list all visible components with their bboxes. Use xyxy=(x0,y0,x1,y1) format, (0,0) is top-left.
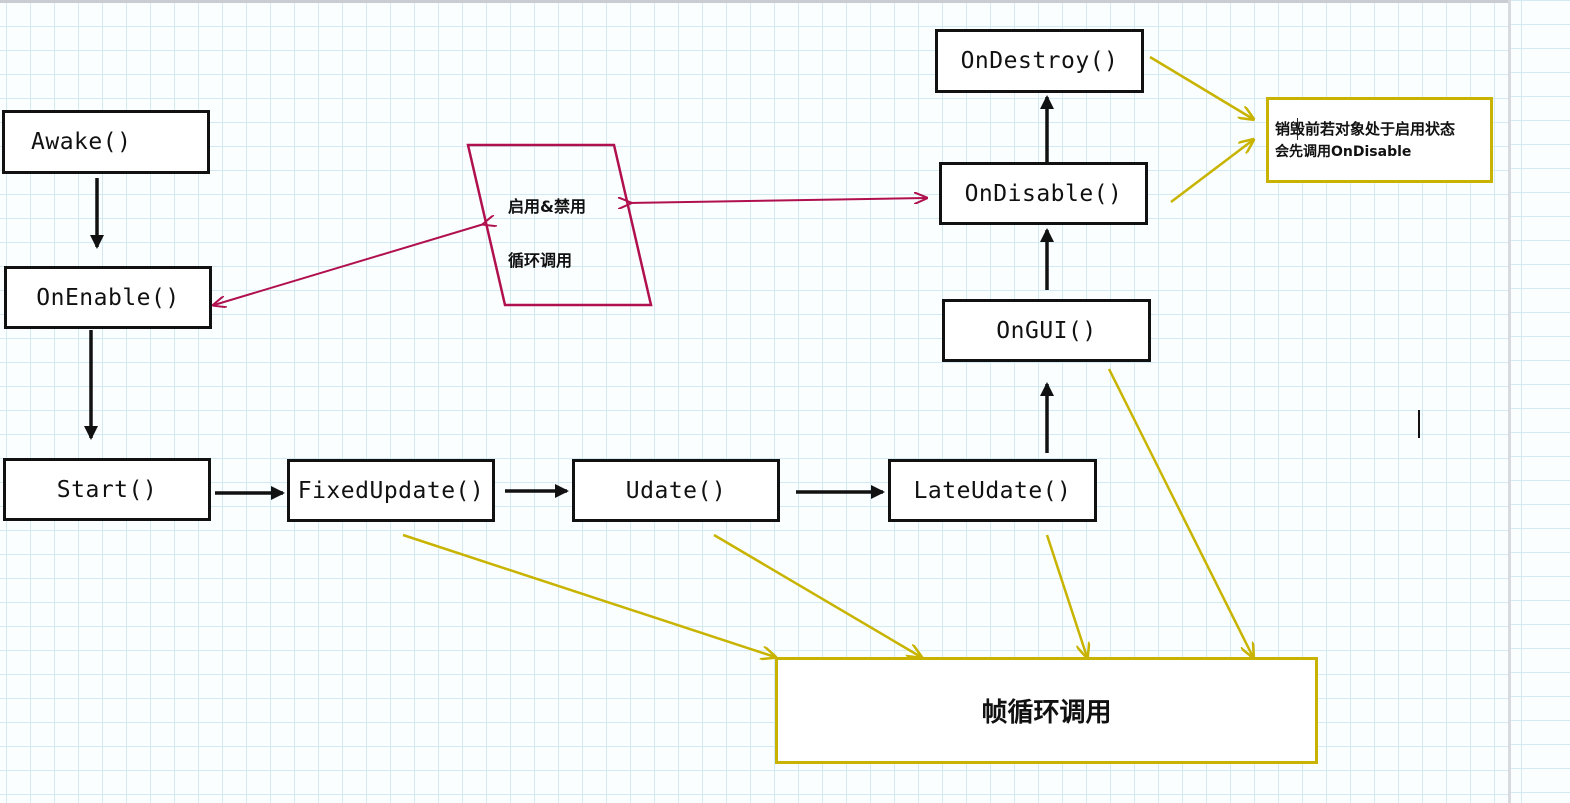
edge-loop-onenable xyxy=(214,224,484,305)
node-awake-label: Awake() xyxy=(31,129,132,155)
destroy-note-line2: 会先调用OnDisable xyxy=(1275,144,1412,160)
destroy-note-line1: 销毁前若对象处于启用状态 xyxy=(1275,120,1456,138)
loop-label-line1: 启用&禁用 xyxy=(508,197,586,216)
node-lateupdate: LateUdate() xyxy=(888,459,1097,522)
node-ondestroy-label: OnDestroy() xyxy=(960,48,1119,74)
node-start: Start() xyxy=(3,458,211,521)
edge-ondestroy-note xyxy=(1149,55,1253,119)
node-update: Udate() xyxy=(572,459,780,522)
text-cursor-ibeam xyxy=(1297,118,1298,140)
node-fixedupdate: FixedUpdate() xyxy=(287,459,495,522)
node-update-label: Udate() xyxy=(625,477,727,504)
node-start-label: Start() xyxy=(56,476,158,503)
grid-canvas xyxy=(0,0,1508,803)
loop-parallelogram xyxy=(466,143,653,307)
edge-ondisable-note xyxy=(1170,140,1253,203)
edge-lateupdate-frameloop xyxy=(1045,534,1087,657)
node-fixedupdate-label: FixedUpdate() xyxy=(297,477,485,504)
destroy-note: 销毁前若对象处于启用状态 会先调用OnDisable xyxy=(1266,97,1493,183)
node-ongui: OnGUI() xyxy=(942,299,1151,362)
loop-label: 启用&禁用 循环调用 xyxy=(508,180,586,288)
node-ondisable: OnDisable() xyxy=(939,162,1148,225)
edge-loop-ondisable xyxy=(630,198,926,203)
node-onenable: OnEnable() xyxy=(4,266,212,329)
edge-fixedupdate-frameloop xyxy=(402,533,775,657)
edge-update-frameloop xyxy=(713,533,921,657)
edge-ongui-frameloop xyxy=(1107,368,1253,657)
node-ondisable-label: OnDisable() xyxy=(964,180,1123,207)
frame-loop-box: 帧循环调用 xyxy=(775,657,1318,764)
connectors xyxy=(84,55,1508,803)
node-ondestroy: OnDestroy() xyxy=(935,29,1144,93)
node-ongui-label: OnGUI() xyxy=(996,317,1097,344)
top-border xyxy=(0,0,1508,3)
frame-loop-label: 帧循环调用 xyxy=(981,698,1112,728)
text-caret xyxy=(1418,410,1420,438)
loop-label-line2: 循环调用 xyxy=(508,251,573,270)
node-lateupdate-label: LateUdate() xyxy=(913,477,1072,504)
node-awake: Awake() xyxy=(2,110,210,174)
node-onenable-label: OnEnable() xyxy=(36,284,180,311)
right-panel xyxy=(1508,0,1570,803)
